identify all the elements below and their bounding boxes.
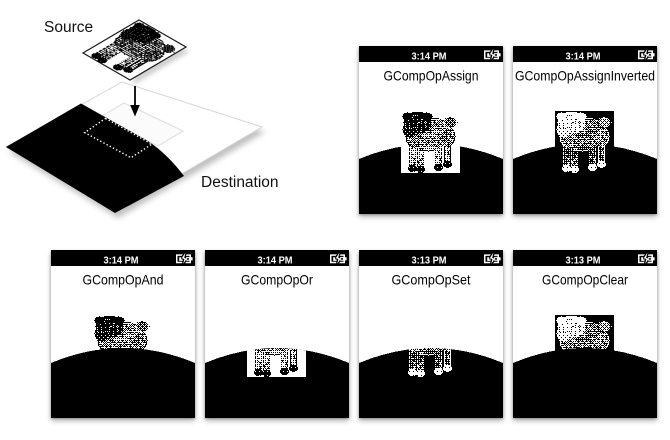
svg-text:3:14 PM: 3:14 PM: [104, 255, 139, 267]
svg-text:GCompOpClear: GCompOpClear: [542, 272, 628, 288]
svg-text:GCompOpAnd: GCompOpAnd: [83, 272, 164, 288]
svg-text:GCompOpSet: GCompOpSet: [392, 272, 471, 288]
svg-text:GCompOpAssign: GCompOpAssign: [384, 68, 479, 84]
svg-text:3:14 PM: 3:14 PM: [258, 255, 293, 267]
svg-text:3:13 PM: 3:13 PM: [412, 255, 447, 267]
svg-text:3:13 PM: 3:13 PM: [566, 255, 601, 267]
svg-text:3:14 PM: 3:14 PM: [412, 51, 447, 63]
svg-text:Source: Source: [44, 19, 93, 36]
svg-text:3:14 PM: 3:14 PM: [566, 51, 601, 63]
svg-text:GCompOpAssignInverted: GCompOpAssignInverted: [515, 68, 655, 84]
svg-text:GCompOpOr: GCompOpOr: [241, 272, 313, 288]
svg-text:Destination: Destination: [201, 174, 279, 191]
